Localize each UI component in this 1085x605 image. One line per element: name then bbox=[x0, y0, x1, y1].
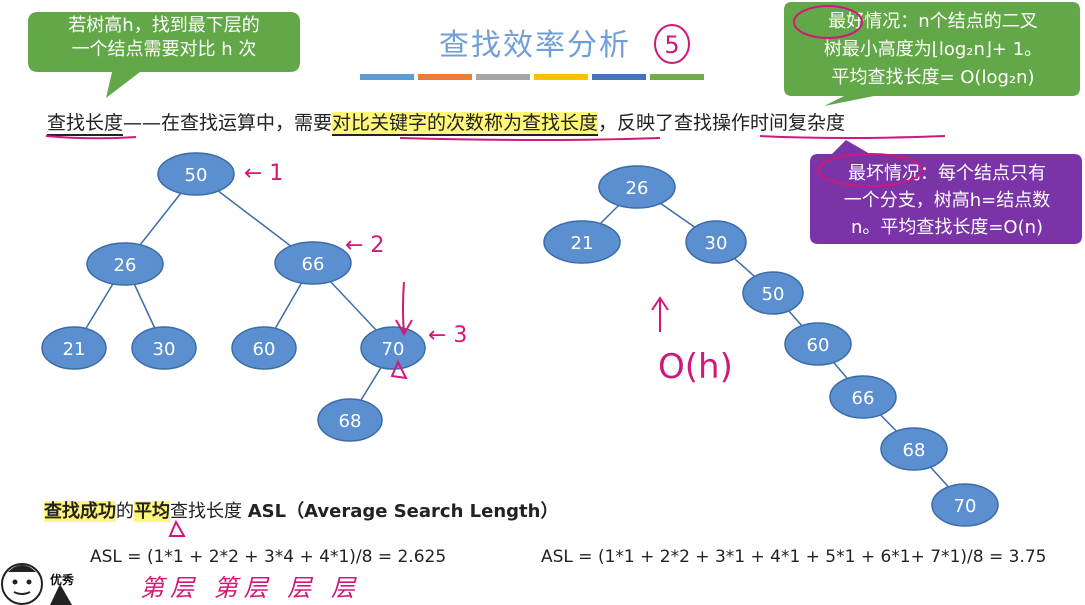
definition-rest: ，反映了查找操作时间复杂度 bbox=[598, 112, 846, 134]
tree-right: 26 21 30 50 60 66 68 70 O(h) bbox=[543, 165, 999, 527]
handwritten-levels: 第层 第层 层 层 bbox=[140, 574, 361, 602]
asl-highlight-average: 平均 bbox=[134, 501, 170, 522]
asl-bold-term: ASL（Average Search Length） bbox=[247, 501, 559, 522]
definition-term: 查找长度 bbox=[47, 112, 124, 136]
callout-best-shape bbox=[784, 2, 1080, 106]
best-ink-circle bbox=[793, 5, 863, 39]
rnode-60 bbox=[784, 322, 852, 366]
stripe-4 bbox=[534, 74, 588, 80]
rnode-label-50: 50 bbox=[762, 284, 785, 305]
rnode-21 bbox=[543, 220, 621, 264]
rnode-68 bbox=[880, 427, 948, 471]
complexity-annotation: O(h) bbox=[658, 347, 733, 387]
callout-best-line2: 树最小高度为⌊log₂n⌋+ 1。 bbox=[823, 39, 1043, 60]
rnode-label-21: 21 bbox=[571, 233, 594, 254]
asl-formula-left: ASL = (1*1 + 2*2 + 3*4 + 4*1)/8 = 2.625 bbox=[90, 547, 447, 567]
node-30 bbox=[131, 326, 197, 370]
callout-worst-line3: n。平均查找长度=O(n) bbox=[850, 217, 1044, 238]
slide-title: 查找效率分析 bbox=[439, 28, 631, 63]
callout-worst-line1: 最坏情况：每个结点只有 bbox=[848, 163, 1046, 184]
meme-label: 优秀 bbox=[50, 572, 75, 587]
asl-mid1: 的 bbox=[116, 501, 134, 522]
node-26 bbox=[86, 242, 164, 286]
node-label-50: 50 bbox=[185, 165, 208, 186]
page-number-badge: 5 bbox=[654, 24, 690, 64]
node-label-70: 70 bbox=[382, 339, 405, 360]
rnode-label-30: 30 bbox=[705, 233, 728, 254]
node-label-66: 66 bbox=[302, 254, 325, 275]
level-annotation-1: ← 1 bbox=[244, 161, 283, 186]
asl-ink-triangle bbox=[168, 519, 186, 537]
callout-top-left: 若树高h，找到最下层的 一个结点需要对比 h 次 bbox=[30, 14, 298, 62]
callout-top-left-shape bbox=[28, 12, 300, 98]
tree-left: 50 26 66 21 30 60 70 68 ← 1 ← 2 ← 3 bbox=[41, 152, 467, 442]
node-70 bbox=[360, 326, 426, 370]
node-label-68: 68 bbox=[339, 411, 362, 432]
callout-best-line3: 平均查找长度= O(log₂n) bbox=[831, 67, 1035, 88]
callout-worst-line2: 一个分支，树高h=结点数 bbox=[843, 190, 1051, 211]
stripe-5 bbox=[592, 74, 646, 80]
rnode-26 bbox=[598, 165, 676, 209]
rnode-30 bbox=[685, 220, 747, 264]
callout-worst-shape bbox=[810, 140, 1082, 244]
callout-top-left-line2: 一个结点需要对比 h 次 bbox=[71, 39, 257, 60]
callout-best: 最好情况：n个结点的二叉 树最小高度为⌊log₂n⌋+ 1。 平均查找长度= O… bbox=[788, 8, 1078, 92]
node-50 bbox=[157, 152, 235, 196]
stripe-1 bbox=[360, 74, 414, 80]
definition-line: 查找长度——在查找运算中，需要对比关键字的次数称为查找长度，反映了查找操作时间复… bbox=[47, 108, 846, 136]
rnode-label-60: 60 bbox=[807, 335, 830, 356]
asl-formula-right: ASL = (1*1 + 2*2 + 3*1 + 4*1 + 5*1 + 6*1… bbox=[541, 547, 1047, 567]
node-68 bbox=[317, 398, 383, 442]
rnode-70 bbox=[931, 483, 999, 527]
definition-ink-underline bbox=[45, 135, 946, 141]
stripe-2 bbox=[418, 74, 472, 80]
node-21 bbox=[41, 326, 107, 370]
stripe-6 bbox=[650, 74, 704, 80]
page-number: 5 bbox=[664, 31, 679, 59]
rnode-66 bbox=[829, 375, 897, 419]
rnode-label-66: 66 bbox=[852, 388, 875, 409]
node-label-60: 60 bbox=[253, 339, 276, 360]
rnode-label-70: 70 bbox=[954, 496, 977, 517]
callout-top-left-line1: 若树高h，找到最下层的 bbox=[68, 15, 260, 36]
rnode-label-68: 68 bbox=[903, 440, 926, 461]
level-annotation-3: ← 3 bbox=[428, 323, 467, 348]
node-66 bbox=[274, 241, 352, 285]
rnode-50 bbox=[742, 271, 804, 315]
callout-worst: 最坏情况：每个结点只有 一个分支，树高h=结点数 n。平均查找长度=O(n) bbox=[814, 160, 1080, 241]
asl-mid2: 查找长度 bbox=[170, 501, 242, 522]
level-annotation-2: ← 2 bbox=[345, 233, 384, 258]
stripe-3 bbox=[476, 74, 530, 80]
node-60 bbox=[231, 326, 297, 370]
node-label-26: 26 bbox=[114, 255, 137, 276]
worst-ink-circle bbox=[817, 153, 923, 187]
asl-title: 查找成功的平均查找长度 ASL（Average Search Length） bbox=[44, 497, 558, 523]
meme-avatar-icon: 优秀 bbox=[1, 563, 75, 605]
node-label-21: 21 bbox=[63, 339, 86, 360]
definition-highlight: 对比关键字的次数称为查找长度 bbox=[332, 112, 599, 136]
definition-dash: ——在查找运算中，需要 bbox=[123, 112, 333, 134]
node-label-30: 30 bbox=[153, 339, 176, 360]
asl-highlight-success: 查找成功 bbox=[44, 501, 116, 522]
callout-best-line1: 最好情况：n个结点的二叉 bbox=[828, 11, 1038, 32]
rnode-label-26: 26 bbox=[626, 178, 649, 199]
